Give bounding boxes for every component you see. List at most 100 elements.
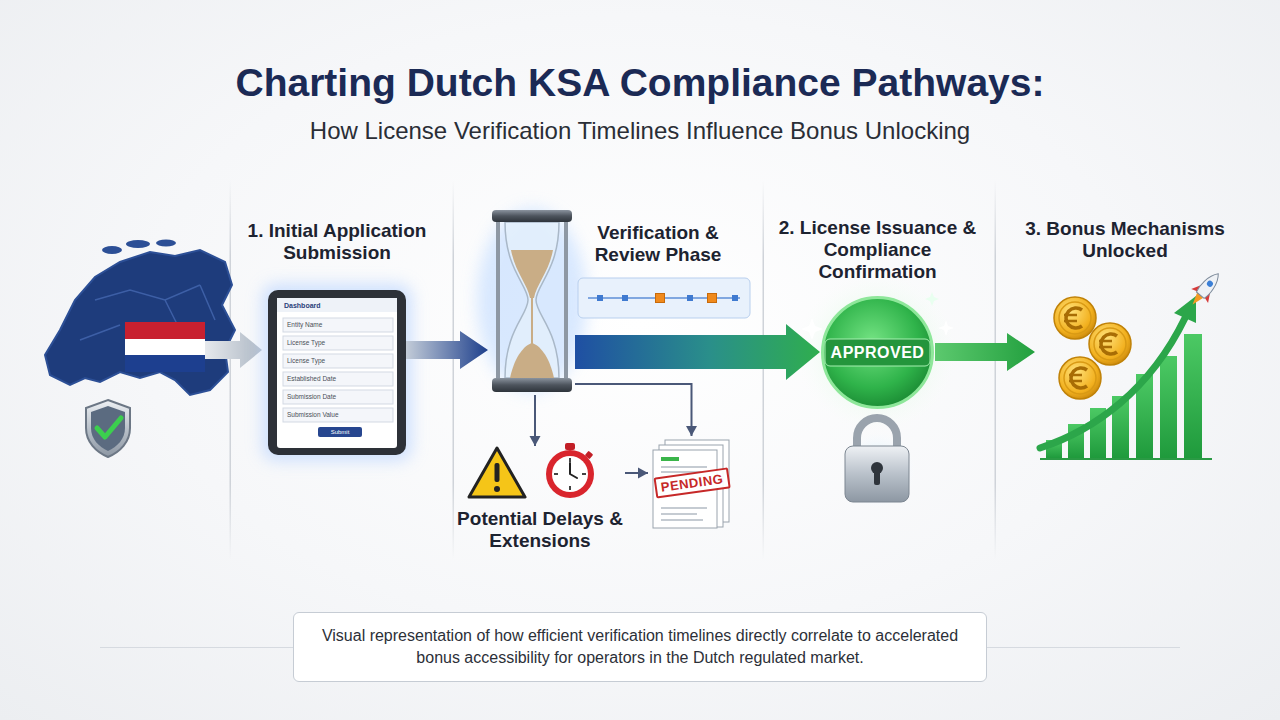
hourglass-part (477, 208, 587, 392)
document-stack-part (661, 507, 707, 509)
padlock-part (835, 428, 919, 512)
arrow-head (530, 436, 541, 446)
status-stamp: PENDING (653, 467, 730, 498)
delay-warning-group: Potential Delays & Extensions (455, 446, 625, 556)
warning-triangle-part (469, 448, 525, 497)
padlock-part (857, 418, 897, 450)
arrow-head (686, 426, 697, 436)
growth-bar-chart-part (1160, 356, 1177, 458)
document-stack-part (661, 466, 707, 468)
form-field-label: Established Date (287, 375, 387, 383)
tablet-illustration-part (283, 354, 393, 368)
timeline-panel-part (622, 295, 628, 301)
stopwatch-part (582, 473, 586, 475)
timeline-panel-part (656, 294, 665, 303)
stopwatch (546, 443, 594, 498)
euro-coins-part (1099, 341, 1112, 347)
document-stack-part (661, 513, 697, 515)
timeline-panel-part (708, 294, 717, 303)
hourglass-part (496, 222, 500, 378)
hourglass-part (492, 210, 572, 222)
euro-coins-part (1101, 334, 1117, 354)
stage-heading: Verification & Review Phase (577, 222, 739, 266)
euro-coins-part (1089, 323, 1131, 365)
approval-glow-part (938, 320, 954, 336)
dutch-flag-part (125, 322, 205, 339)
euro-coins-part (1069, 375, 1082, 381)
form-field-label: License Type (287, 357, 387, 365)
stopwatch-part (552, 456, 588, 492)
tablet-illustration-part (283, 390, 393, 404)
hourglass (477, 208, 587, 392)
tablet-illustration-part (283, 372, 393, 386)
padlock-part (845, 446, 909, 502)
stage-heading: 1. Initial Application Submission (232, 220, 442, 264)
pending-document: PENDING (648, 436, 735, 530)
tablet-illustration-part (268, 290, 406, 455)
euro-coins-part (1059, 302, 1091, 334)
netherlands-map-part (102, 246, 122, 254)
timeline-panel-part (578, 278, 750, 318)
stopwatch-part (570, 463, 577, 478)
stopwatch-part (569, 486, 571, 490)
stage-heading: 3. Bonus Mechanisms Unlocked (1013, 218, 1237, 262)
shield-check-part (86, 400, 130, 457)
euro-coins-part (1071, 368, 1087, 388)
netherlands-map (45, 240, 235, 396)
euro-coins-part (1064, 315, 1077, 321)
netherlands-map-part (80, 285, 215, 340)
flow-arrow-shape (935, 333, 1035, 371)
netherlands-map-part (156, 240, 176, 247)
stopwatch-part (554, 473, 558, 475)
document-stack (653, 440, 729, 528)
timeline-panel-part (597, 295, 603, 301)
hourglass-part (505, 222, 559, 378)
tablet-illustration-part (283, 408, 393, 422)
status-label: APPROVED (831, 343, 925, 363)
form-field-label: License Type (287, 339, 387, 347)
diagram-title: Charting Dutch KSA Compliance Pathways: (0, 60, 1280, 106)
euro-coins-part (1066, 308, 1082, 328)
caption-box: Visual representation of how efficient v… (293, 612, 987, 682)
approval-glow-part (925, 292, 939, 306)
badge-band (825, 339, 930, 366)
euro-coins-part (1054, 297, 1096, 339)
column-separators-part (453, 180, 455, 560)
rocket (1184, 267, 1227, 312)
hourglass-part (531, 298, 533, 348)
stopwatch-part (569, 458, 571, 462)
stage-heading: Potential Delays & Extensions (455, 508, 625, 552)
netherlands-map-part (126, 240, 150, 248)
approval-glow-part (801, 318, 823, 340)
flow-arrow (575, 324, 820, 380)
document-stack-part (661, 519, 703, 521)
stage-heading: 2. License Issuance & Compliance Confirm… (766, 217, 990, 283)
map-arrow-part (205, 332, 262, 368)
badge-circle (823, 298, 933, 408)
euro-coins (1054, 297, 1131, 399)
flow-connector (530, 395, 541, 446)
rocket-part (1206, 279, 1214, 287)
growth-bar-chart-part (1040, 458, 1212, 460)
timeline-panel (578, 278, 750, 318)
approved-badge: 2. License Issuance & Compliance Confirm… (820, 295, 935, 410)
hourglass-part (492, 378, 572, 392)
connector-line (575, 384, 692, 436)
bonus-chart: 3. Bonus Mechanisms Unlocked (1035, 275, 1215, 462)
timeline-panel-part (732, 295, 738, 301)
flow-connector (625, 468, 648, 479)
growth-bar-chart-part (1184, 334, 1202, 458)
tablet-illustration-part (283, 336, 393, 350)
rocket-part (1196, 270, 1223, 299)
column-separators-part (995, 180, 997, 560)
growth-bar-chart-part (1174, 296, 1196, 323)
growth-bar-chart-part (1040, 318, 1185, 448)
hourglass-part (510, 343, 554, 378)
form-header: Dashboard (284, 301, 384, 310)
flow-arrow (406, 331, 488, 369)
dutch-flag-part (125, 339, 205, 355)
flow-connector (575, 384, 697, 436)
flow-arrow-shape (406, 331, 488, 369)
form-field-label: Entity Name (287, 321, 387, 329)
